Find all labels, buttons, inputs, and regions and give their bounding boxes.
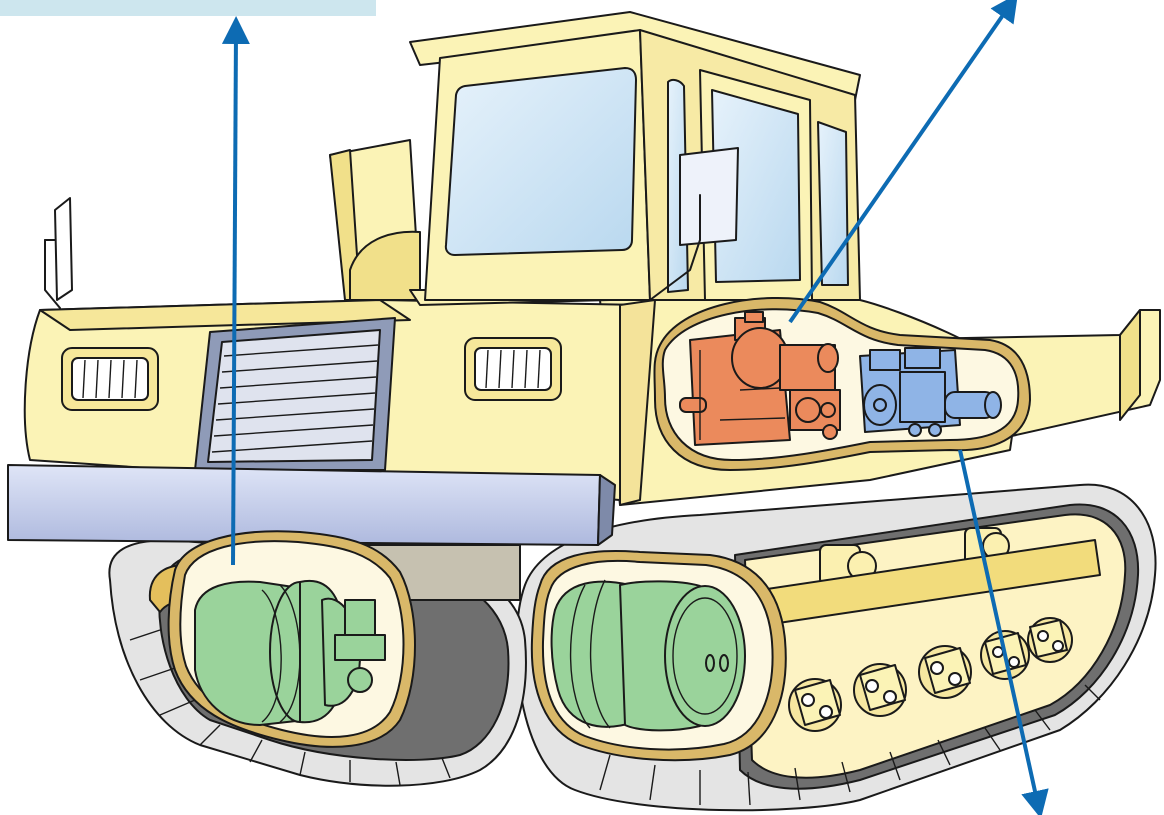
exhaust-stack [45,198,72,308]
right-travel-motor [552,580,745,730]
side-louver-left [62,348,158,410]
side-louver-right [465,338,561,400]
operator-cab [410,12,860,300]
radiator-grille [195,318,395,470]
right-travel-motor-cutaway [532,551,786,760]
engine-cutaway [654,298,1030,470]
